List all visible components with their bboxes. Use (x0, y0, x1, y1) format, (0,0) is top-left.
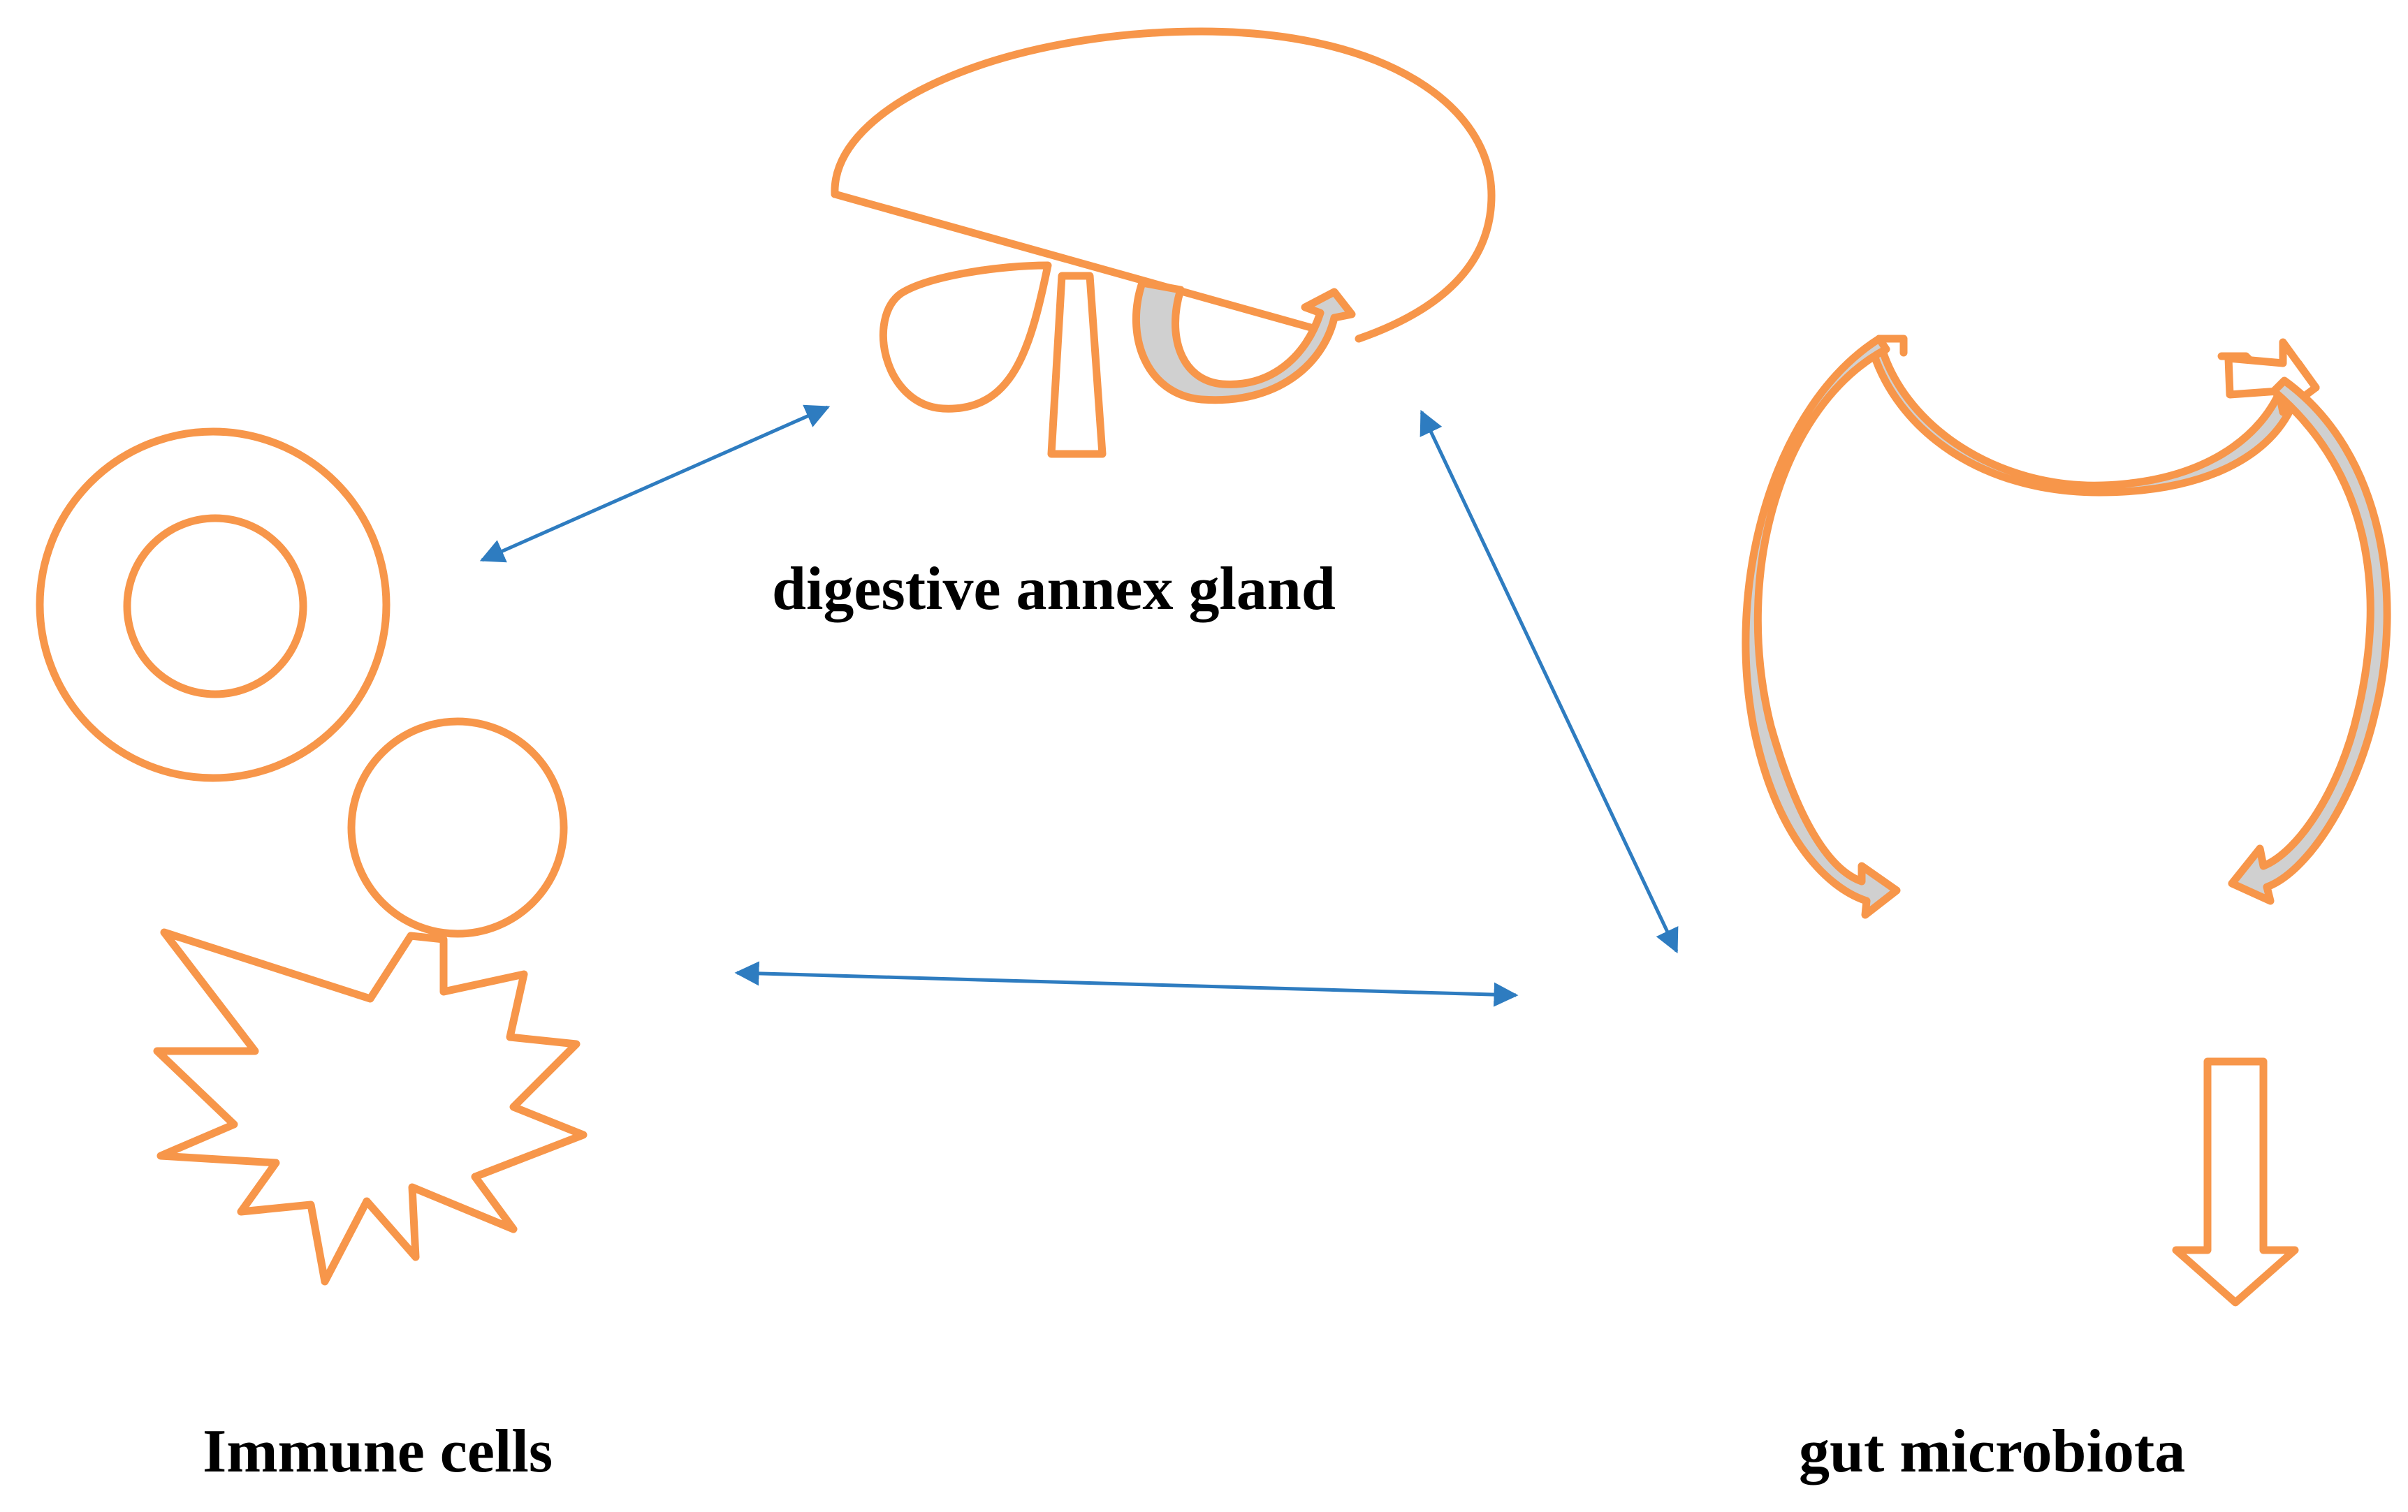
connector-gland-microbiota (1420, 409, 1679, 954)
microbiota-down-arrow (2172, 1057, 2299, 1307)
microbiota-left-curve (1742, 335, 1901, 919)
label-gut-microbiota: gut microbiota (1799, 1418, 2186, 1485)
gland-duct (1047, 272, 1107, 458)
label-immune-cells: Immune cells (203, 1418, 553, 1485)
gut-microbiota-icon (1742, 335, 2391, 1307)
immune-cell-outer-ring (36, 427, 391, 782)
gland-curved-arrow (1132, 279, 1356, 404)
connector-immune-gland (479, 404, 831, 563)
immune-cell-starburst (153, 928, 588, 1286)
connector-immune-microbiota (734, 961, 1519, 1007)
digestive-gland-icon (831, 27, 1496, 458)
immune-cell-small-circle (347, 717, 568, 938)
gland-left-lobe (879, 261, 1052, 413)
label-digestive-annex-gland: digestive annex gland (772, 555, 1336, 623)
immune-cells-icon (36, 427, 588, 1286)
gland-dome-base (831, 190, 1318, 332)
gland-dome-shape (831, 27, 1496, 343)
microbiota-right-curve (2228, 376, 2391, 905)
immune-cell-inner-ring (123, 514, 307, 698)
microbiota-top-arc-outline (1875, 335, 2271, 381)
